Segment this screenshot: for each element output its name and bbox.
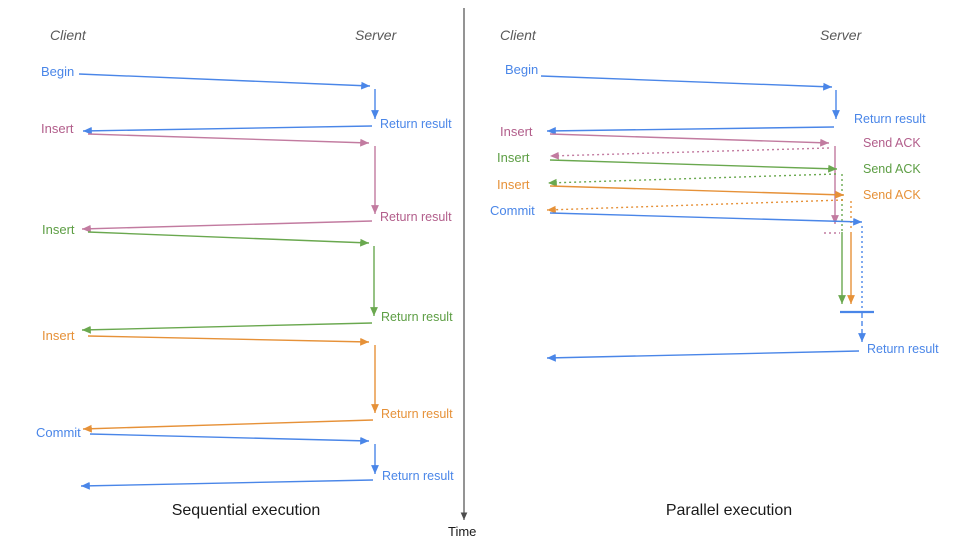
insert-1-request-left <box>87 133 370 147</box>
insert-3-request-left <box>87 335 370 346</box>
insert-3-label-left: Insert <box>42 328 75 343</box>
insert-1-label-right: Insert <box>500 124 533 139</box>
return-1-right <box>546 126 835 135</box>
return-final-right <box>546 350 860 362</box>
insert-2-request-left <box>87 231 370 247</box>
return-result-2-right: Return result <box>867 342 939 356</box>
commit-request-right <box>549 212 863 226</box>
return-3-left <box>81 322 373 334</box>
send-ack-2-line <box>547 173 837 187</box>
send-ack-1-right: Send ACK <box>863 136 921 150</box>
begin-request-left <box>78 73 371 90</box>
insert-2-label-left: Insert <box>42 222 75 237</box>
send-ack-3-line <box>546 199 844 214</box>
time-axis-label: Time <box>448 524 477 539</box>
begin-request-right <box>540 75 833 91</box>
send-ack-1-line <box>549 147 830 160</box>
insert-1-request-right <box>549 133 830 147</box>
insert-1-label-left: Insert <box>41 121 74 136</box>
return-result-2-left: Return result <box>380 210 452 224</box>
return-5-left <box>80 479 374 490</box>
sequential-caption: Sequential execution <box>171 502 321 519</box>
return-1-left <box>82 125 373 135</box>
server-header-left: Server <box>355 27 397 43</box>
return-result-1-right: Return result <box>854 112 926 126</box>
insert-2-request-right <box>549 159 838 173</box>
return-4-left <box>82 419 374 433</box>
commit-label-left: Commit <box>36 425 81 440</box>
return-result-4-left: Return result <box>381 407 453 421</box>
commit-label-right: Commit <box>490 203 535 218</box>
send-ack-3-right: Send ACK <box>863 188 921 202</box>
return-result-1-left: Return result <box>380 117 452 131</box>
return-result-5-left: Return result <box>382 469 454 483</box>
begin-label-left: Begin <box>41 64 75 79</box>
send-ack-2-right: Send ACK <box>863 162 921 176</box>
client-header-left: Client <box>50 27 86 43</box>
parallel-caption: Parallel execution <box>665 502 793 519</box>
client-header-right: Client <box>500 27 536 43</box>
begin-label-right: Begin <box>505 62 539 77</box>
return-result-3-left: Return result <box>381 310 453 324</box>
commit-request-left <box>89 433 370 445</box>
insert-2-label-right: Insert <box>497 150 530 165</box>
return-2-left <box>81 220 373 233</box>
server-header-right: Server <box>820 27 862 43</box>
insert-3-label-right: Insert <box>497 177 530 192</box>
insert-3-request-right <box>549 185 845 199</box>
